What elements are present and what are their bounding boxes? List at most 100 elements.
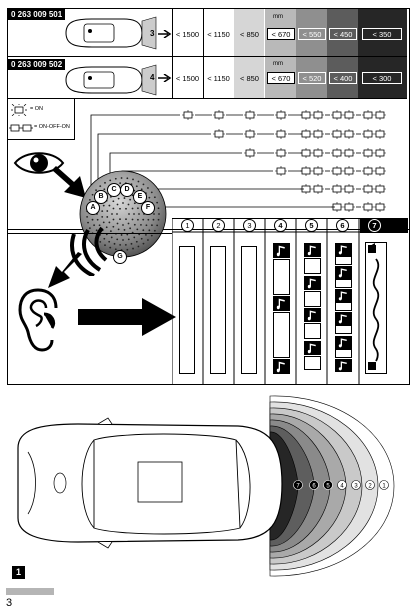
signal-silent-bar (210, 246, 226, 374)
sine-wave-icon (368, 243, 380, 370)
sensor-letter: E (137, 193, 143, 200)
speaker-hole (127, 222, 130, 225)
speaker-hole (101, 215, 104, 218)
led-on-icon (244, 110, 256, 120)
beep-note-icon (304, 276, 321, 290)
sensor-letter: G (117, 253, 123, 260)
speaker-hole (114, 177, 117, 180)
speaker-hole (106, 216, 109, 218)
speaker-hole (99, 240, 102, 243)
led-blink-icon (331, 110, 355, 120)
led-blink-icon (331, 166, 355, 176)
pause-segment (335, 302, 352, 311)
pause-segment (304, 291, 321, 307)
speaker-hole (132, 178, 134, 181)
zone-number-badge: 5 (305, 219, 318, 232)
pause-segment (335, 325, 352, 334)
row-divider-2 (8, 98, 407, 99)
speaker-hole (140, 237, 143, 240)
led-on-icon (275, 110, 287, 120)
sensor-badge-g: G (113, 250, 127, 264)
speaker-hole (119, 243, 122, 246)
speaker-hole (126, 248, 129, 251)
speaker-hole (87, 221, 89, 224)
speaker-hole (130, 242, 133, 245)
speaker-hole (123, 229, 126, 231)
led-blink-icon (362, 202, 386, 212)
speaker-hole (137, 245, 140, 248)
speaker-hole (108, 221, 111, 224)
sensor-letter: A (90, 204, 96, 211)
speaker-hole (109, 246, 112, 249)
zone-number-badge: 2 (212, 219, 225, 232)
speaker-hole (153, 229, 156, 232)
speaker-hole (120, 234, 123, 236)
rear-window (235, 439, 251, 529)
row-label-3: 3 (150, 29, 155, 38)
column-bg-3 (234, 9, 264, 98)
speaker-hole (156, 224, 159, 227)
distance-cell: < 1150 (207, 73, 230, 83)
led-on-icon (213, 110, 225, 120)
speaker-hole (113, 242, 116, 245)
speaker-hole (119, 182, 122, 185)
beep-note-icon (304, 243, 321, 257)
distance-cell: < 520 (298, 72, 326, 84)
beep-note-icon (273, 243, 290, 258)
zone-label: 4 (340, 484, 344, 490)
speaker-hole (109, 179, 112, 182)
distance-cell: < 1500 (175, 29, 200, 39)
speaker-hole (150, 234, 153, 237)
led-blink-icon (300, 148, 324, 158)
pause-segment (335, 349, 352, 358)
led-on-icon (275, 166, 287, 176)
speaker-hole (135, 185, 138, 188)
speaker-hole (142, 218, 145, 221)
legend-on-label: = ON (30, 106, 43, 112)
led-blink-icon (362, 129, 386, 139)
legend-blink-label: = ON-OFF-ON (34, 124, 70, 130)
column-bg-1 (172, 9, 203, 98)
led-blink-icon (362, 148, 386, 158)
ear-icon (18, 288, 58, 352)
zone-label: 7 (296, 484, 300, 490)
speaker-hole (147, 239, 149, 241)
speaker-hole (140, 188, 143, 191)
speaker-hole (127, 238, 130, 241)
beep-note-icon (335, 266, 352, 279)
speaker-hole (133, 223, 136, 226)
signal-column-lines (172, 218, 408, 385)
speaker-hole (86, 215, 89, 218)
led-blink-icon (300, 129, 324, 139)
speaker-hole (157, 218, 160, 221)
led-blink-icon (9, 124, 33, 132)
car-rear-sensors-icon-2 (65, 64, 157, 96)
led-blink-icon (300, 166, 324, 176)
speaker-hole (152, 218, 155, 221)
distance-cell: < 350 (362, 28, 402, 40)
speaker-hole (153, 196, 156, 199)
speaker-hole (150, 191, 153, 194)
led-blink-icon (300, 110, 324, 120)
speaker-hole (109, 230, 112, 233)
sensor-letter: B (98, 193, 104, 200)
zone-label: 5 (326, 484, 330, 490)
speaker-hole (111, 213, 113, 215)
speaker-hole (131, 218, 134, 221)
speaker-hole (88, 227, 91, 230)
side-mirror (97, 417, 113, 425)
speaker-hole (108, 204, 111, 207)
unit-label: mm (273, 14, 283, 20)
car-rear-sensors-icon (65, 16, 157, 50)
speaker-hole (88, 198, 91, 201)
beep-note-icon (273, 296, 290, 311)
figure-number: 1 (12, 566, 25, 579)
speaker-hole (157, 207, 160, 210)
led-blink-icon (331, 129, 355, 139)
led-blink-icon (362, 110, 386, 120)
sensor-badge-d: D (120, 183, 134, 197)
speaker-hole (151, 224, 153, 227)
zone-label-badge (323, 480, 333, 490)
zone-label: 3 (354, 484, 358, 490)
beep-note-icon (335, 359, 352, 372)
